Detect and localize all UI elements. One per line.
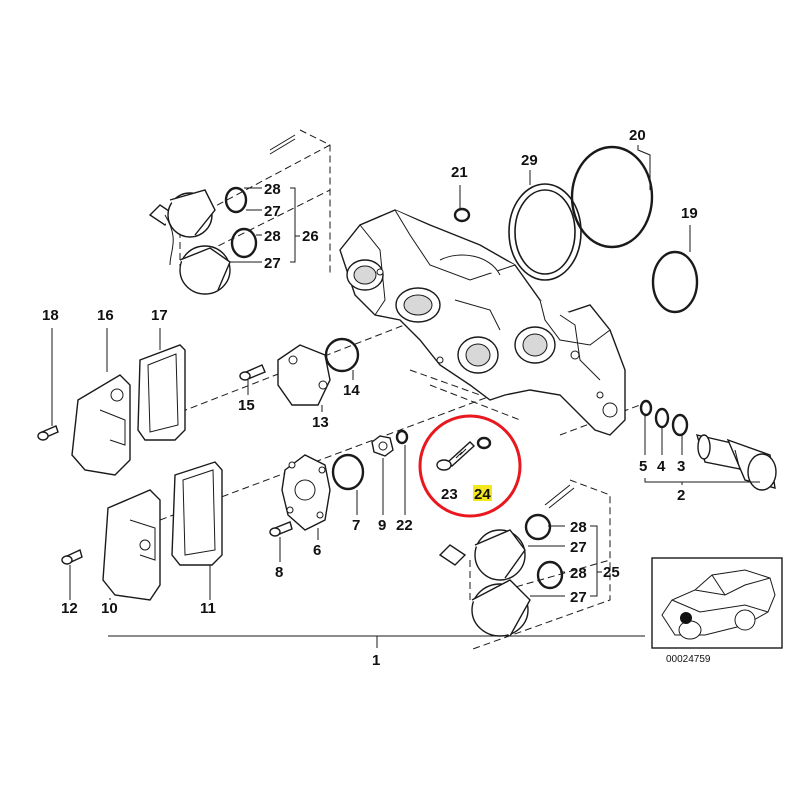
piston-group-bottom: [438, 484, 575, 637]
bleeder-valve-group: [639, 399, 777, 491]
callout-8: 8: [275, 564, 283, 581]
callout-29: 29: [521, 152, 538, 169]
highlight-circle: [418, 414, 522, 518]
callout-7: 7: [352, 517, 360, 534]
bolt-8: [269, 521, 293, 537]
callout-25: 25: [603, 564, 620, 581]
highlight-label-bg: [473, 485, 492, 501]
gasket-17: [137, 344, 186, 441]
flange-6: [281, 454, 331, 531]
piston-group-top: [148, 134, 296, 295]
nut-9: [371, 435, 394, 457]
callout-6: 6: [313, 542, 321, 559]
callout-2: 2: [677, 487, 685, 504]
callout-1: 1: [372, 652, 380, 669]
callout-9: 9: [378, 517, 386, 534]
bolt-15: [239, 364, 266, 381]
callout-27: 27: [570, 589, 587, 606]
callout-28: 28: [570, 519, 587, 536]
callout-23: 23: [441, 486, 458, 503]
assembly-guide-lines: [159, 129, 641, 651]
callout-14: 14: [343, 382, 360, 399]
callout-19: 19: [681, 205, 698, 222]
callout-4: 4: [657, 458, 666, 475]
seal-group-top-right: [453, 145, 699, 314]
callout-11: 11: [200, 600, 216, 617]
callout-5: 5: [639, 458, 647, 475]
washer-24: [476, 436, 492, 450]
callout-18: 18: [42, 307, 59, 324]
flange-13: [277, 344, 331, 406]
callout-27: 27: [264, 255, 281, 272]
callout-27: 27: [264, 203, 281, 220]
cover-10: [102, 489, 161, 601]
callout-13: 13: [312, 414, 329, 431]
bolt-18: [37, 425, 59, 441]
bolt-23: [436, 441, 476, 471]
callout-labels: 1 2 3 4 5 6 7 8 9 10 11 12 13 14 15 16 1…: [42, 127, 698, 669]
callout-27: 27: [570, 539, 587, 556]
caliper-housing: [339, 209, 626, 436]
callout-26: 26: [302, 228, 319, 245]
seal-7: [331, 453, 365, 491]
gasket-11: [171, 461, 223, 566]
callout-3: 3: [677, 458, 685, 475]
callout-15: 15: [238, 397, 255, 414]
callout-21: 21: [451, 164, 468, 181]
callout-24: 24: [474, 486, 491, 503]
leader-lines: [51, 145, 760, 648]
callout-28: 28: [264, 181, 281, 198]
callout-22: 22: [396, 517, 413, 534]
callout-20: 20: [629, 127, 646, 144]
callout-12: 12: [61, 600, 78, 617]
seal-14: [324, 337, 360, 373]
callout-10: 10: [101, 600, 118, 617]
reference-code: 00024759: [666, 654, 711, 665]
location-marker: [680, 612, 692, 624]
seal-22: [395, 429, 409, 445]
callout-17: 17: [151, 307, 168, 324]
callout-28: 28: [570, 565, 587, 582]
car-locator-inset: [651, 557, 783, 649]
bolt-12: [61, 549, 83, 565]
callout-16: 16: [97, 307, 114, 324]
cover-16: [71, 374, 131, 476]
callout-28: 28: [264, 228, 281, 245]
